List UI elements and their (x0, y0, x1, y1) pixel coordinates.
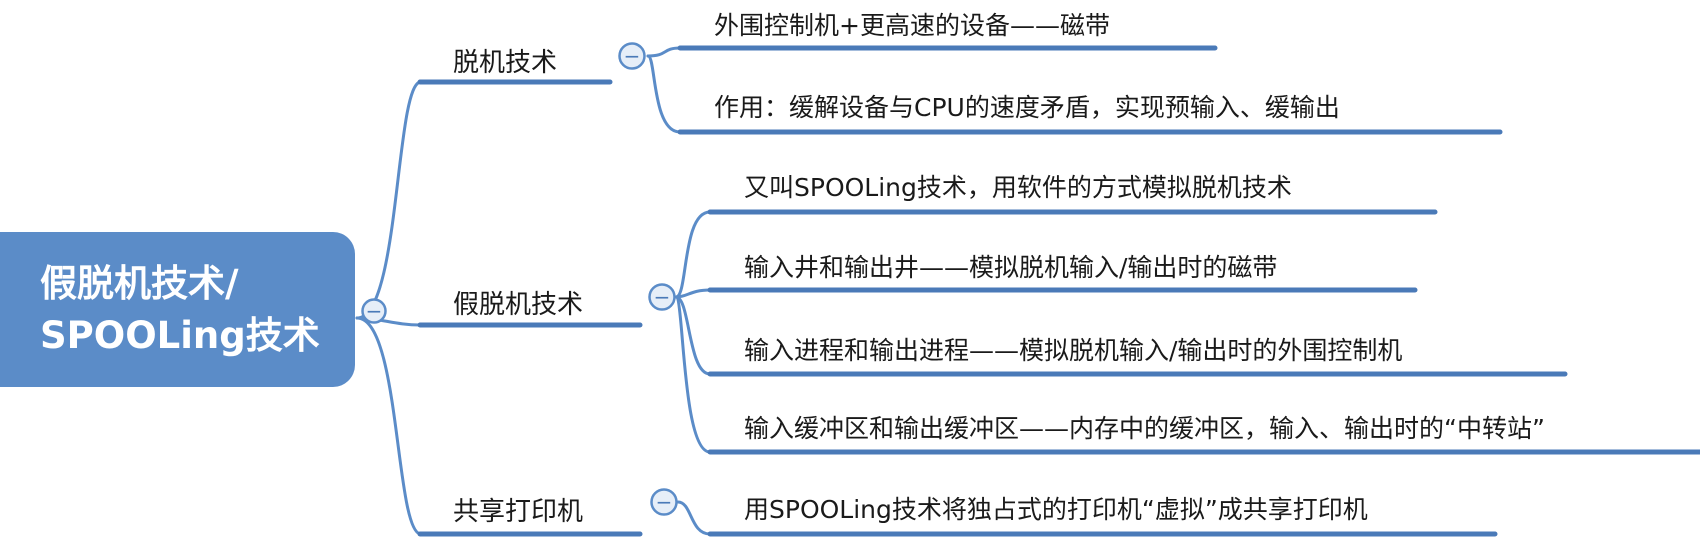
leaf-spooling-3[interactable]: 输入进程和输出进程——模拟脱机输入/输出时的外围控制机 (744, 336, 1403, 365)
collapse-symbol-offline: − (624, 44, 641, 68)
collapse-symbol-spooling: − (654, 285, 671, 309)
connector-printer-leaf-1 (676, 500, 712, 536)
connector-spooling-leaf-1 (674, 210, 712, 299)
collapse-circle-offline (618, 42, 646, 70)
connector-spooling-leaf-3 (674, 295, 712, 376)
collapse-circle-printer (650, 488, 678, 516)
root-title-line-2: SPOOLing技术 (40, 314, 320, 357)
branch-label-spooling[interactable]: 假脱机技术 (453, 290, 584, 320)
collapse-button-printer[interactable]: − (650, 488, 678, 516)
connector-spooling-leaf-4 (674, 295, 712, 454)
root-node[interactable]: 假脱机技术/ SPOOLing技术 (0, 232, 355, 387)
branch-label-printer[interactable]: 共享打印机 (453, 497, 584, 527)
collapse-circle-spooling (648, 283, 676, 311)
collapse-button-offline[interactable]: − (618, 42, 646, 70)
leaf-printer-1[interactable]: 用SPOOLing技术将独占式的打印机“虚拟”成共享打印机 (744, 495, 1368, 524)
leaf-offline-1[interactable]: 外围控制机+更高速的设备——磁带 (714, 11, 1110, 40)
leaf-offline-2[interactable]: 作用：缓解设备与CPU的速度矛盾，实现预输入、缓输出 (714, 93, 1340, 122)
collapse-symbol-root: − (366, 299, 383, 323)
leaf-spooling-1[interactable]: 又叫SPOOLing技术，用软件的方式模拟脱机技术 (744, 173, 1292, 202)
leaf-spooling-4[interactable]: 输入缓冲区和输出缓冲区——内存中的缓冲区，输入、输出时的“中转站” (744, 414, 1545, 443)
connector-offline-leaf-2 (646, 54, 682, 134)
connector-root-offline (355, 80, 422, 320)
collapse-button-root[interactable]: − (361, 298, 387, 324)
leaf-spooling-2[interactable]: 输入井和输出井——模拟脱机输入/输出时的磁带 (744, 253, 1278, 282)
root-title-line-1: 假脱机技术/ (40, 262, 239, 305)
branch-label-offline[interactable]: 脱机技术 (453, 48, 558, 78)
collapse-symbol-printer: − (656, 490, 673, 514)
connector-offline-leaf-1 (646, 46, 682, 58)
collapse-button-spooling[interactable]: − (648, 283, 676, 311)
collapse-circle-root (361, 298, 387, 324)
connector-root-printer (355, 316, 422, 536)
